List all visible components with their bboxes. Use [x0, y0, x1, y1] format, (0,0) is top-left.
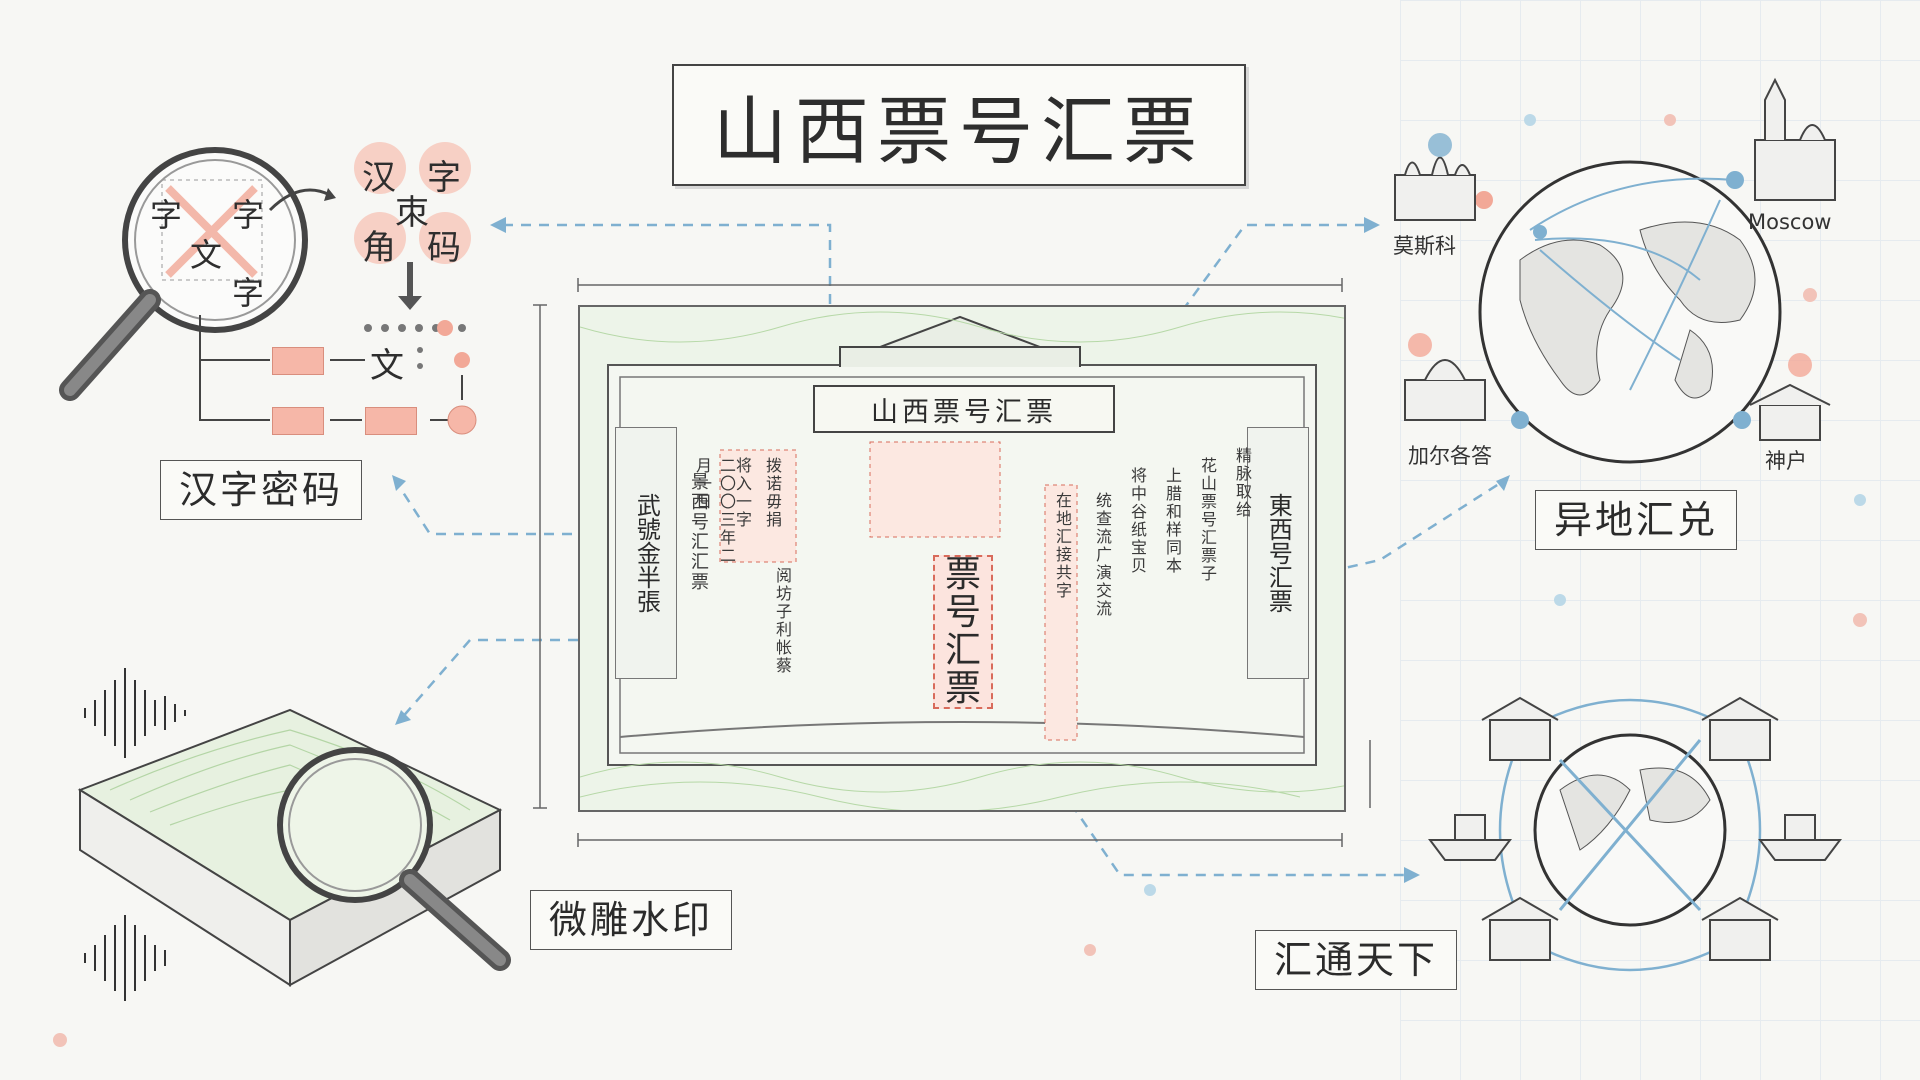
page-title: 山西票号汇票 [672, 64, 1246, 186]
label-cipher: 汉字密码 [160, 460, 363, 520]
bill-text-mid-2: 将入一字 [733, 457, 752, 529]
cipher-box [365, 407, 417, 435]
bill-text-right-3: 将中谷纸宝贝 [1128, 467, 1147, 575]
bill-text-right-5: 花山票号汇票子 [1198, 457, 1217, 583]
bill-text-left: 二〇〇三年二月一日 [693, 457, 736, 565]
cipher-char: 文 [370, 346, 404, 386]
bill-right-column: 東西号汇票 [1247, 427, 1309, 679]
bill-center-stamp: 票 号 汇 票 [933, 555, 993, 709]
cipher-char: 汉 [362, 158, 396, 198]
bill-text-left-2: 景西号汇汇票 [688, 472, 709, 592]
cipher-char: 朿 [395, 193, 429, 233]
watermark-book-icon [77, 708, 511, 987]
wave-icon [84, 668, 186, 1001]
bill-text-right-4: 上腊和样同本 [1163, 467, 1182, 575]
city-kobe-cn: 神户 [1765, 449, 1807, 473]
city-moscow-en: Moscow [1748, 210, 1832, 234]
title-text: 山西票号汇票 [713, 88, 1205, 175]
label-watermark: 微雕水印 [530, 890, 733, 950]
cipher-char: 字 [150, 196, 183, 234]
cipher-char: 码 [427, 228, 461, 268]
city-moscow-cn: 莫斯科 [1393, 234, 1456, 258]
cipher-char: 字 [427, 158, 461, 198]
cipher-char: 字 [232, 196, 265, 234]
remittance-bill: 山西票号汇票 武號金半張 東西号汇票 票 号 汇 票 二〇〇三年二月一日 景西号… [578, 305, 1346, 812]
stamp-char: 号 [944, 592, 981, 634]
cipher-box [272, 407, 324, 435]
stamp-char: 汇 [944, 630, 981, 671]
bill-text-mid-3: 阅坊子利帐蔡 [773, 567, 792, 675]
label-global: 汇通天下 [1255, 930, 1458, 990]
bill-banner: 山西票号汇票 [813, 385, 1115, 433]
bill-text-right-6: 精脉取给 [1233, 447, 1252, 519]
cipher-box [272, 347, 324, 375]
stamp-char: 票 [944, 667, 981, 709]
cipher-char: 文 [190, 236, 223, 274]
cipher-char: 字 [232, 274, 265, 312]
cipher-char: 角 [362, 228, 396, 268]
city-kolkata-cn: 加尔各答 [1408, 444, 1492, 468]
label-remit: 异地汇兑 [1535, 490, 1738, 550]
stamp-char: 票 [944, 554, 981, 596]
bill-text-right-1: 在地汇接共字 [1053, 492, 1072, 600]
bill-text-right-2: 统查流广演交流 [1093, 492, 1112, 618]
bill-text-mid-1: 拨诺毋捐 [763, 457, 782, 529]
bill-left-column: 武號金半張 [615, 427, 677, 679]
